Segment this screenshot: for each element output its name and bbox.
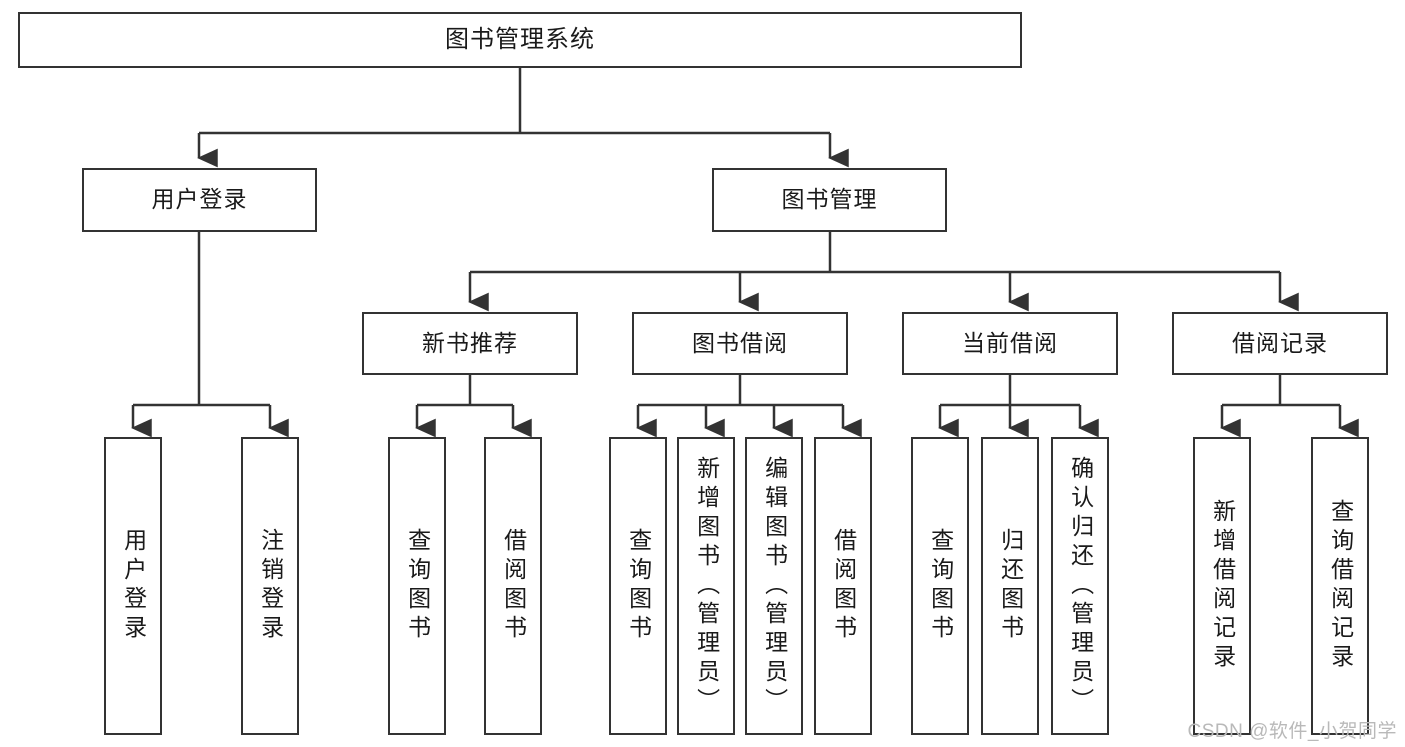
leaf-new-book-borrow-book[interactable]: 借阅图书 [484, 437, 542, 735]
leaf-book-borrow-edit-book-admin[interactable]: 编辑图书（管理员） [745, 437, 803, 735]
leaf-current-borrow-return-book[interactable]: 归还图书 [981, 437, 1039, 735]
node-label: 新增借阅记录 [1209, 499, 1236, 673]
node-current-borrow[interactable]: 当前借阅 [902, 312, 1118, 375]
node-root-library-management-system[interactable]: 图书管理系统 [18, 12, 1022, 68]
node-book-management[interactable]: 图书管理 [712, 168, 947, 232]
leaf-current-borrow-confirm-return-admin[interactable]: 确认归还（管理员） [1051, 437, 1109, 735]
leaf-new-book-query-book[interactable]: 查询图书 [388, 437, 446, 735]
csdn-watermark: CSDN @软件_小贺同学 [1187, 721, 1397, 742]
leaf-book-borrow-add-book-admin[interactable]: 新增图书（管理员） [677, 437, 735, 735]
node-label: 借阅图书 [500, 528, 527, 644]
node-borrow-record[interactable]: 借阅记录 [1172, 312, 1388, 375]
node-label: 编辑图书（管理员） [761, 455, 788, 717]
leaf-user-login-login[interactable]: 用户登录 [104, 437, 162, 735]
leaf-book-borrow-query-book[interactable]: 查询图书 [609, 437, 667, 735]
node-book-borrow[interactable]: 图书借阅 [632, 312, 848, 375]
node-label: 查询图书 [625, 528, 652, 644]
leaf-borrow-record-query-record[interactable]: 查询借阅记录 [1311, 437, 1369, 735]
node-label: 用户登录 [120, 528, 147, 644]
node-label: 新书推荐 [422, 329, 518, 356]
node-label: 图书借阅 [692, 329, 788, 356]
leaf-borrow-record-add-record[interactable]: 新增借阅记录 [1193, 437, 1251, 735]
leaf-book-borrow-borrow-book[interactable]: 借阅图书 [814, 437, 872, 735]
node-label: 确认归还（管理员） [1067, 455, 1094, 717]
node-new-book-recommend[interactable]: 新书推荐 [362, 312, 578, 375]
leaf-user-login-logout[interactable]: 注销登录 [241, 437, 299, 735]
node-label: 查询借阅记录 [1327, 499, 1354, 673]
node-label: 图书管理 [781, 186, 878, 213]
node-user-login[interactable]: 用户登录 [82, 168, 317, 232]
leaf-current-borrow-query-book[interactable]: 查询图书 [911, 437, 969, 735]
node-label: 查询图书 [927, 528, 954, 644]
node-label: 注销登录 [257, 528, 284, 644]
node-label: 图书管理系统 [445, 25, 595, 53]
node-label: 用户登录 [151, 186, 248, 213]
node-label: 当前借阅 [962, 329, 1058, 356]
node-label: 归还图书 [997, 528, 1024, 644]
node-label: 借阅图书 [830, 528, 857, 644]
node-label: 新增图书（管理员） [693, 455, 720, 717]
node-label: 借阅记录 [1232, 329, 1328, 356]
node-label: 查询图书 [404, 528, 431, 644]
